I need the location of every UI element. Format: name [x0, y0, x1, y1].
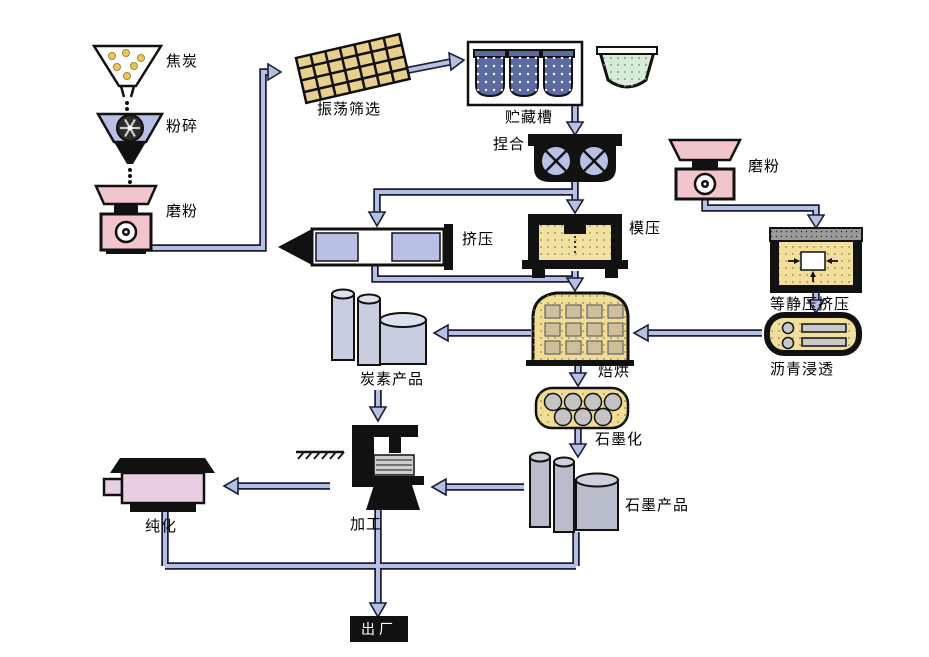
label-milling2: 磨粉 — [748, 157, 781, 175]
label-graphitization: 石墨化 — [595, 430, 644, 448]
label-shipping: 出厂 — [361, 622, 397, 638]
purification-icon — [102, 458, 215, 512]
label-machining: 加工 — [350, 515, 383, 533]
vibrating-screen-icon — [294, 32, 412, 105]
baking-oven-icon — [526, 291, 634, 366]
graphite-products-icon — [529, 451, 619, 533]
label-crushing: 粉碎 — [166, 117, 199, 135]
label-graphite-products: 石墨产品 — [625, 496, 690, 514]
machining-icon — [296, 425, 424, 510]
label-carbon-products: 炭素产品 — [360, 370, 425, 388]
label-storage-tank: 贮藏槽 — [505, 108, 554, 126]
crusher-icon — [95, 112, 165, 184]
carbon-products-icon — [331, 288, 427, 366]
graphitization-icon — [534, 386, 630, 430]
label-molding: 模压 — [629, 219, 662, 237]
label-isostatic-pressing: 等静压挤压 — [770, 295, 851, 313]
label-pitch-impregnation: 沥青浸透 — [770, 360, 835, 378]
extruder-icon — [278, 224, 453, 270]
flow-arrows — [130, 51, 826, 619]
isostatic-press-icon — [769, 227, 863, 293]
mixing-bowl-icon — [596, 46, 658, 89]
label-baking: 焙烘 — [598, 362, 631, 380]
shipping-box-icon — [350, 616, 408, 642]
label-coke: 焦炭 — [166, 52, 199, 70]
label-kneading: 捏合 — [493, 135, 526, 153]
mold-press-icon — [522, 214, 628, 278]
kneader-icon — [528, 134, 622, 182]
label-screening: 振荡筛选 — [317, 100, 382, 118]
coke-funnel-icon — [91, 44, 164, 111]
label-extrusion: 挤压 — [462, 230, 495, 248]
label-purification: 纯化 — [145, 517, 178, 535]
mill-right-icon — [667, 138, 743, 201]
storage-tank-icon — [466, 40, 584, 107]
pitch-impregnation-icon — [764, 312, 862, 356]
mill-left-icon — [94, 184, 158, 254]
label-milling: 磨粉 — [166, 202, 199, 220]
